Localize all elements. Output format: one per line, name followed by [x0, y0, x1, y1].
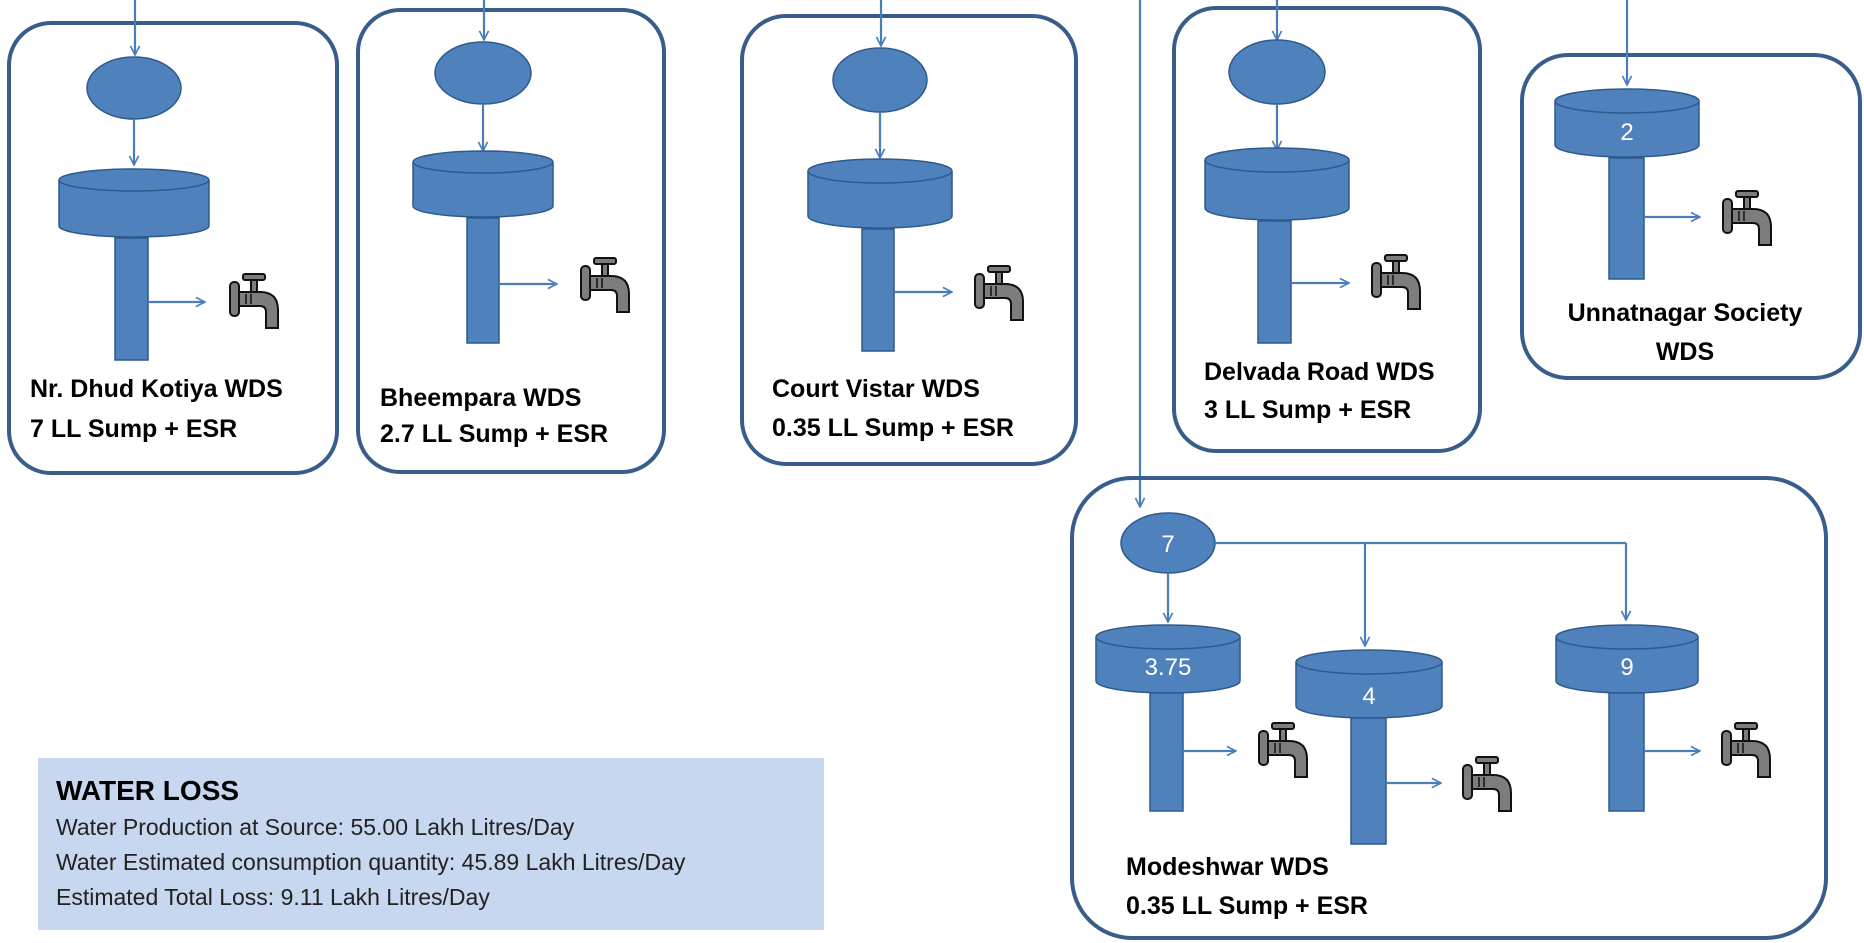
station-capacity: 2.7 LL Sump + ESR	[380, 420, 608, 448]
esr-tank-top	[1554, 88, 1700, 114]
station-unnatnagar-society: 2 Unnatnagar Society WDS	[1520, 0, 1862, 380]
tank-3-value: 9	[1620, 654, 1633, 681]
faucet-icon	[1722, 190, 1772, 246]
estimated-loss-line: Estimated Total Loss: 9.11 Lakh Litres/D…	[56, 884, 490, 910]
tank-value: 2	[1620, 119, 1633, 146]
station-capacity: 0.35 LL Sump + ESR	[1126, 892, 1368, 920]
station-capacity: 7 LL Sump + ESR	[30, 415, 237, 443]
esr-column-1	[1149, 692, 1184, 812]
faucet-icon	[1258, 722, 1308, 778]
faucet-icon	[1371, 254, 1421, 310]
station-bheempara: Bheempara WDS 2.7 LL Sump + ESR	[356, 0, 666, 474]
station-name-line-2: WDS	[1656, 338, 1714, 366]
esr-tank-3-top	[1555, 624, 1699, 650]
esr-tank-top	[412, 150, 554, 174]
esr-tank-1-top	[1095, 624, 1241, 650]
station-capacity: 3 LL Sump + ESR	[1204, 396, 1411, 424]
esr-tank	[807, 171, 953, 229]
faucet-icon	[1721, 722, 1771, 778]
station-nr-dhud-kotiya: Nr. Dhud Kotiya WDS 7 LL Sump + ESR	[7, 0, 339, 475]
esr-tank	[1554, 101, 1700, 158]
esr-tank-2-top	[1295, 649, 1443, 675]
station-court-vistar: Court Vistar WDS 0.35 LL Sump + ESR	[740, 0, 1078, 466]
tank-1-value: 3.75	[1145, 654, 1192, 681]
esr-column	[1608, 157, 1645, 280]
station-box	[740, 14, 1078, 466]
station-name-line-1: Unnatnagar Society	[1568, 299, 1803, 327]
water-consumption-line: Water Estimated consumption quantity: 45…	[56, 849, 686, 875]
sump-ellipse	[86, 56, 182, 120]
faucet-icon	[580, 257, 630, 313]
water-loss-title: WATER LOSS	[56, 775, 240, 806]
esr-tank	[58, 180, 210, 238]
station-box	[7, 21, 339, 475]
station-box	[1520, 53, 1862, 380]
esr-tank	[1204, 160, 1350, 221]
esr-tank-top	[807, 158, 953, 184]
tank-2-value: 4	[1362, 683, 1375, 710]
station-name: Bheempara WDS	[380, 384, 581, 412]
sump-value: 7	[1161, 531, 1174, 558]
esr-column-3	[1608, 692, 1645, 812]
station-name: Modeshwar WDS	[1126, 853, 1329, 881]
esr-column	[1257, 220, 1292, 344]
esr-column	[466, 217, 500, 344]
esr-tank	[412, 162, 554, 218]
esr-tank-top	[58, 168, 210, 192]
faucet-icon	[1462, 756, 1512, 812]
sump-ellipse	[434, 41, 532, 105]
water-loss-box: WATER LOSS Water Production at Source: 5…	[38, 758, 824, 930]
station-box	[1172, 6, 1482, 453]
station-name: Court Vistar WDS	[772, 375, 980, 403]
esr-column	[861, 228, 895, 352]
station-modeshwar: 7 3.75 4 9 Modeshwar WDS 0.35 LL Sump + …	[1070, 0, 1828, 940]
station-name: Delvada Road WDS	[1204, 358, 1435, 386]
station-box	[1070, 476, 1828, 940]
station-delvada-road: Delvada Road WDS 3 LL Sump + ESR	[1172, 0, 1482, 453]
station-box	[356, 8, 666, 474]
sump-ellipse	[1228, 39, 1326, 105]
esr-column	[114, 237, 149, 361]
sump-ellipse	[832, 47, 928, 113]
esr-column-2	[1350, 717, 1387, 845]
station-name: Nr. Dhud Kotiya WDS	[30, 375, 283, 403]
faucet-icon	[974, 265, 1024, 321]
station-capacity: 0.35 LL Sump + ESR	[772, 414, 1014, 442]
water-production-line: Water Production at Source: 55.00 Lakh L…	[56, 814, 575, 840]
esr-tank-top	[1204, 147, 1350, 173]
faucet-icon	[229, 273, 279, 329]
